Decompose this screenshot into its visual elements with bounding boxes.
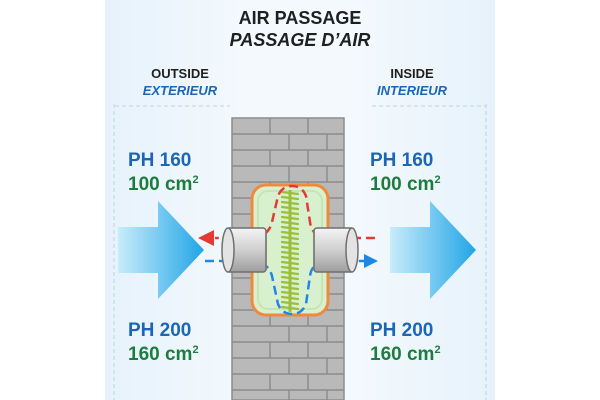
spec-bottom-right-area: 160 cm2	[370, 344, 441, 365]
right-tube	[313, 227, 359, 273]
outside-airflow-arrow	[118, 201, 204, 299]
spec-bottom-left-model: PH 200	[128, 320, 192, 341]
diagram-title: AIR PASSAGE	[238, 8, 362, 28]
ceramic-coil	[280, 190, 300, 312]
left-tube	[221, 227, 267, 273]
inside-airflow-arrow	[390, 201, 476, 299]
spec-top-right-area: 100 cm2	[370, 174, 441, 195]
inside-label: INSIDE	[390, 66, 434, 81]
spec-bottom-right-model: PH 200	[370, 320, 434, 341]
spec-top-right-model: PH 160	[370, 150, 434, 171]
incoming-arrowhead	[364, 254, 378, 268]
outgoing-arrowhead	[198, 230, 214, 246]
diagram-title-french: PASSAGE D’AIR	[229, 30, 371, 50]
section-dividers	[113, 104, 487, 400]
flow-paths	[198, 184, 378, 316]
outside-label: OUTSIDE	[151, 66, 209, 81]
spec-bottom-left-area: 160 cm2	[128, 344, 199, 365]
outside-label-french: EXTERIEUR	[142, 83, 218, 98]
spec-top-left-model: PH 160	[128, 150, 192, 171]
inside-label-french: INTERIEUR	[376, 83, 448, 98]
outgoing-air-path	[215, 184, 375, 240]
spec-top-left-area: 100 cm2	[128, 174, 199, 195]
incoming-air-path	[205, 259, 368, 316]
